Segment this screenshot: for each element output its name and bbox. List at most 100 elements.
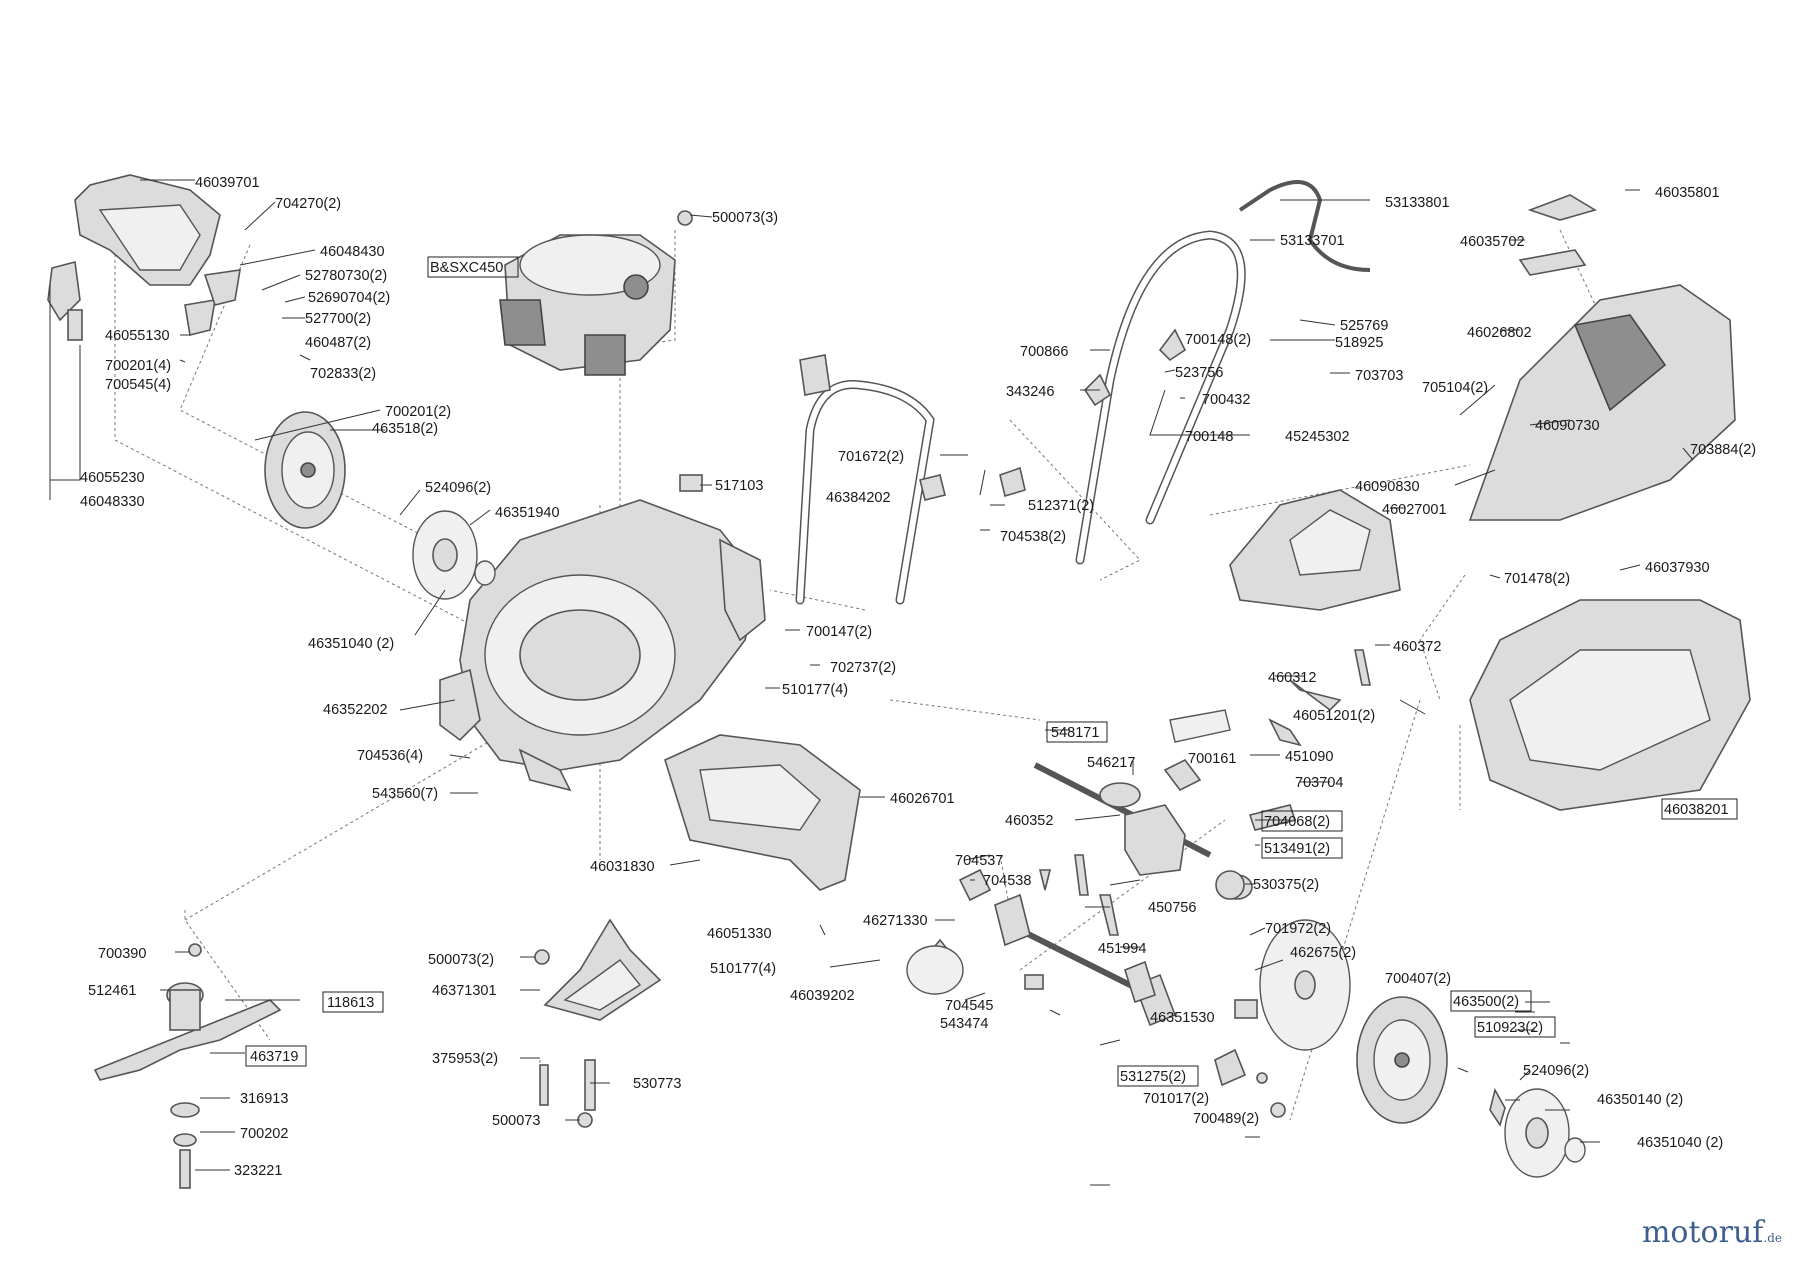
label-531275: 531275(2) [1120, 1069, 1186, 1085]
label-704538-2: 704538(2) [1000, 529, 1066, 545]
label-700161: 700161 [1188, 751, 1236, 767]
box-118613 [322, 991, 384, 1013]
label-460372: 460372 [1393, 639, 1441, 655]
part-labels: 46039701 704270(2) 46048430 52780730(2) … [80, 175, 1756, 1179]
label-463719: 463719 [250, 1049, 298, 1065]
label-463518: 463518(2) [372, 421, 438, 437]
label-46351040-b: 46351040 (2) [1637, 1135, 1723, 1151]
label-527700: 527700(2) [305, 311, 371, 327]
label-46352202: 46352202 [323, 702, 388, 718]
hubcap-left [412, 510, 496, 600]
label-46350140: 46350140 (2) [1597, 1092, 1683, 1108]
label-118613: 118613 [327, 995, 374, 1011]
label-704545: 704545 [945, 998, 993, 1014]
label-bsxc450: B&SXC450 [430, 260, 503, 276]
grass-bag [1468, 194, 1751, 811]
label-46031830: 46031830 [590, 859, 655, 875]
rear-wheel-left [264, 411, 346, 529]
brand-name: motoruf [1641, 1215, 1764, 1250]
label-46351530: 46351530 [1150, 1010, 1215, 1026]
label-46271330: 46271330 [863, 913, 928, 929]
label-704536: 704536(4) [357, 748, 423, 764]
label-46351940: 46351940 [495, 505, 560, 521]
label-525769: 525769 [1340, 318, 1388, 334]
label-701672: 701672(2) [838, 449, 904, 465]
label-53133701: 53133701 [1280, 233, 1345, 249]
label-700866: 700866 [1020, 344, 1068, 360]
label-46026701: 46026701 [890, 791, 955, 807]
front-wheel [1356, 996, 1448, 1124]
label-462675: 462675(2) [1290, 945, 1356, 961]
label-45245302: 45245302 [1285, 429, 1350, 445]
label-52780730: 52780730(2) [305, 268, 387, 284]
label-700201-2: 700201(2) [385, 404, 451, 420]
engine-block [499, 234, 676, 376]
label-46371301: 46371301 [432, 983, 497, 999]
label-510923: 510923(2) [1477, 1020, 1543, 1036]
rear-flap [543, 918, 662, 1021]
label-463500: 463500(2) [1453, 994, 1519, 1010]
label-46035702: 46035702 [1460, 234, 1525, 250]
label-46090830: 46090830 [1355, 479, 1420, 495]
label-704538: 704538 [983, 873, 1031, 889]
label-46055130: 46055130 [105, 328, 170, 344]
brand-logo: motoruf.de [1642, 1215, 1782, 1250]
label-702737: 702737(2) [830, 660, 896, 676]
label-700489: 700489(2) [1193, 1111, 1259, 1127]
label-530375: 530375(2) [1253, 877, 1319, 893]
label-460352: 460352 [1005, 813, 1053, 829]
label-451090: 451090 [1285, 749, 1333, 765]
label-700147: 700147(2) [806, 624, 872, 640]
label-316913: 316913 [240, 1091, 288, 1107]
box-548171 [1046, 721, 1108, 743]
mulch-cover [1229, 489, 1401, 611]
label-451994: 451994 [1098, 941, 1146, 957]
label-703703: 703703 [1355, 368, 1403, 384]
label-46035801: 46035801 [1655, 185, 1720, 201]
label-46384202: 46384202 [826, 490, 891, 506]
box-513491 [1261, 837, 1343, 859]
mower-deck [439, 499, 766, 792]
label-704270: 704270(2) [275, 196, 341, 212]
label-500073-3: 500073(3) [712, 210, 778, 226]
box-704068 [1261, 810, 1343, 832]
label-548171: 548171 [1051, 725, 1099, 741]
grass-deflector-flap [47, 174, 241, 341]
front-wheel-spokes [1259, 919, 1351, 1051]
label-46039701: 46039701 [195, 175, 260, 191]
label-46026802: 46026802 [1467, 325, 1532, 341]
label-700148: 700148 [1185, 429, 1233, 445]
front-axle [906, 893, 1177, 1027]
label-510177-4b: 510177(4) [710, 961, 776, 977]
label-513491: 513491(2) [1264, 841, 1330, 857]
gearbox [1033, 709, 1253, 900]
label-52690704: 52690704(2) [308, 290, 390, 306]
label-705104: 705104(2) [1422, 380, 1488, 396]
box-510923 [1474, 1016, 1556, 1038]
label-512461: 512461 [88, 983, 136, 999]
box-bsxc450 [427, 256, 519, 278]
label-46048430: 46048430 [320, 244, 385, 260]
label-323221: 323221 [234, 1163, 282, 1179]
label-524096-a: 524096(2) [425, 480, 491, 496]
discharge-chute [664, 734, 861, 891]
label-700407: 700407(2) [1385, 971, 1451, 987]
label-700432: 700432 [1202, 392, 1250, 408]
label-704068: 704068(2) [1264, 814, 1330, 830]
label-46051330: 46051330 [707, 926, 772, 942]
label-518925: 518925 [1335, 335, 1383, 351]
label-700201-4: 700201(4) [105, 358, 171, 374]
label-460312: 460312 [1268, 670, 1316, 686]
label-700202: 700202 [240, 1126, 288, 1142]
label-46038201: 46038201 [1664, 802, 1729, 818]
label-46037930: 46037930 [1645, 560, 1710, 576]
label-450756: 450756 [1148, 900, 1196, 916]
label-53133801: 53133801 [1385, 195, 1450, 211]
label-512371: 512371(2) [1028, 498, 1094, 514]
upper-handle [795, 180, 1371, 605]
label-46051201: 46051201(2) [1293, 708, 1375, 724]
box-463719 [245, 1045, 307, 1067]
label-701017: 701017(2) [1143, 1091, 1209, 1107]
label-546217: 546217 [1087, 755, 1135, 771]
label-500073: 500073 [492, 1113, 540, 1129]
